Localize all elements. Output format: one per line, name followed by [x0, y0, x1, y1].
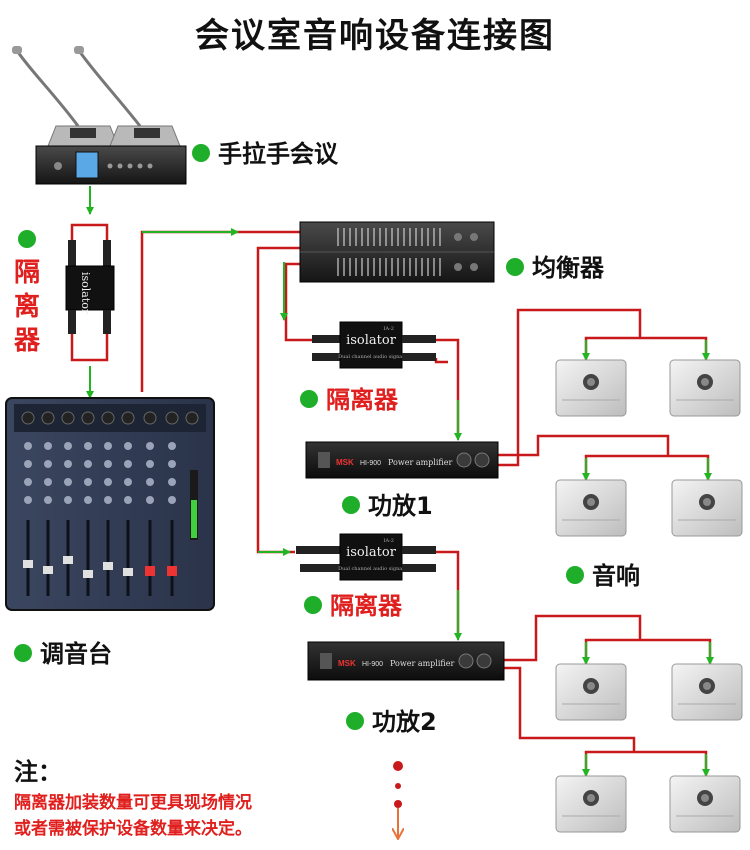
- isolator-1: isolator Dual channel audio signal IA-2: [312, 321, 436, 369]
- label-speakers: 音响: [566, 556, 640, 591]
- bullet-dot: [346, 712, 364, 730]
- isolator-2: isolator Dual channel audio signal IA-2: [296, 533, 436, 581]
- signal-arrows: [86, 186, 714, 777]
- isolator-2-sub: Dual channel audio signal: [338, 566, 404, 572]
- speakers-group: [555, 359, 743, 833]
- speaker: [671, 663, 743, 721]
- note-heading: 注：: [14, 758, 62, 786]
- bullet-dot: [300, 390, 318, 408]
- bullet-dot: [14, 644, 32, 662]
- speaker: [555, 663, 627, 721]
- isolator-1-sub: Dual channel audio signal: [338, 354, 404, 360]
- bullet-dot: [304, 596, 322, 614]
- equalizer-device: [299, 221, 495, 283]
- amplifier-1: MSK HI-900 Power amplifier: [305, 441, 499, 479]
- bullet-dot: [506, 258, 524, 276]
- speaker: [555, 775, 627, 833]
- label-amp2: 功放2: [346, 702, 437, 737]
- conference-system: [12, 46, 187, 185]
- label-amp1: 功放1: [342, 486, 433, 521]
- bullet-dot: [566, 566, 584, 584]
- amp1-model: HI-900: [360, 460, 381, 467]
- amp1-brand: MSK: [336, 458, 354, 467]
- label-isolator-2: 隔离器: [304, 586, 402, 621]
- note-line-1: 隔离器加装数量可更具现场情况: [14, 793, 252, 813]
- label-conference: 手拉手会议: [192, 134, 338, 169]
- bullet-dot: [342, 496, 360, 514]
- amp2-name: Power amplifier: [390, 659, 454, 668]
- note-line-2: 或者需被保护设备数量来决定。: [14, 819, 252, 839]
- amp2-model: HI-900: [362, 661, 383, 668]
- label-isolator-1: 隔离器: [300, 380, 398, 415]
- speaker: [671, 479, 743, 537]
- label-equalizer: 均衡器: [506, 248, 604, 283]
- diagram-title: 会议室音响设备连接图: [195, 16, 555, 56]
- bullet-dot: [18, 230, 36, 248]
- speaker: [669, 775, 741, 833]
- bullet-dot: [192, 144, 210, 162]
- label-mixer: 调音台: [14, 634, 112, 669]
- isolator-left: isolator: [65, 240, 115, 334]
- isolator-2-brand: isolator: [346, 545, 397, 560]
- amp2-brand: MSK: [338, 659, 356, 668]
- isolator-left-brand: isolator: [79, 272, 92, 315]
- amp1-name: Power amplifier: [388, 458, 452, 467]
- amplifier-2: MSK HI-900 Power amplifier: [307, 641, 505, 681]
- label-isolator-left: 隔离器: [12, 230, 42, 358]
- isolator-1-model: IA-2: [384, 326, 394, 332]
- isolator-2-model: IA-2: [384, 538, 394, 544]
- mixer-console: [5, 397, 215, 611]
- speaker: [555, 359, 627, 417]
- speaker: [555, 479, 627, 537]
- continuation-dots: [393, 761, 403, 838]
- speaker: [669, 359, 741, 417]
- isolator-1-brand: isolator: [346, 333, 397, 348]
